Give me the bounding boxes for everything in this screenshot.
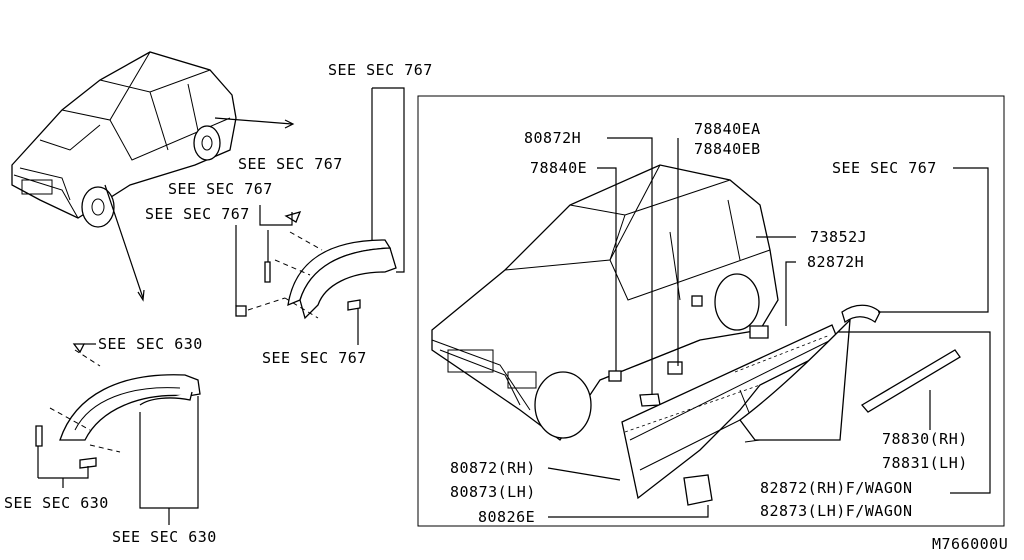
front-fender-flare-group: [35, 343, 201, 525]
label-see-sec-630-bottom: SEE SEC 630: [112, 528, 217, 546]
label-78840eb: 78840EB: [694, 140, 761, 158]
label-see-sec-767-right: SEE SEC 767: [832, 159, 937, 177]
detail-vehicle-drawing: [431, 164, 779, 441]
detail-leader-lines: [547, 137, 991, 518]
label-80826e: 80826E: [478, 508, 535, 526]
label-see-sec-767-lower: SEE SEC 767: [262, 349, 367, 367]
label-78840e: 78840E: [530, 159, 587, 177]
rear-fender-flare-group: [235, 87, 405, 345]
label-82872h: 82872H: [807, 253, 864, 271]
label-see-sec-767-b: SEE SEC 767: [168, 180, 273, 198]
label-82873-lh-f-wagon: 82873(LH)F/WAGON: [760, 502, 913, 520]
label-78840ea: 78840EA: [694, 120, 761, 138]
label-see-sec-630-top: SEE SEC 630: [98, 335, 203, 353]
overview-vehicle-drawing: [11, 51, 295, 302]
side-sill-moulding-parts: [621, 304, 961, 506]
diagram-code: M766000U: [932, 535, 1008, 553]
label-82872-rh-f-wagon: 82872(RH)F/WAGON: [760, 479, 913, 497]
label-73852j: 73852J: [810, 228, 867, 246]
label-80872-rh: 80872(RH): [450, 459, 536, 477]
label-see-sec-630-left: SEE SEC 630: [4, 494, 109, 512]
label-see-sec-767-a: SEE SEC 767: [238, 155, 343, 173]
label-see-sec-767-c: SEE SEC 767: [145, 205, 250, 223]
label-80872h: 80872H: [524, 129, 581, 147]
detail-frame: [417, 95, 1005, 527]
label-80873-lh: 80873(LH): [450, 483, 536, 501]
label-78831-lh: 78831(LH): [882, 454, 968, 472]
label-78830-rh: 78830(RH): [882, 430, 968, 448]
label-see-sec-767-top: SEE SEC 767: [328, 61, 433, 79]
